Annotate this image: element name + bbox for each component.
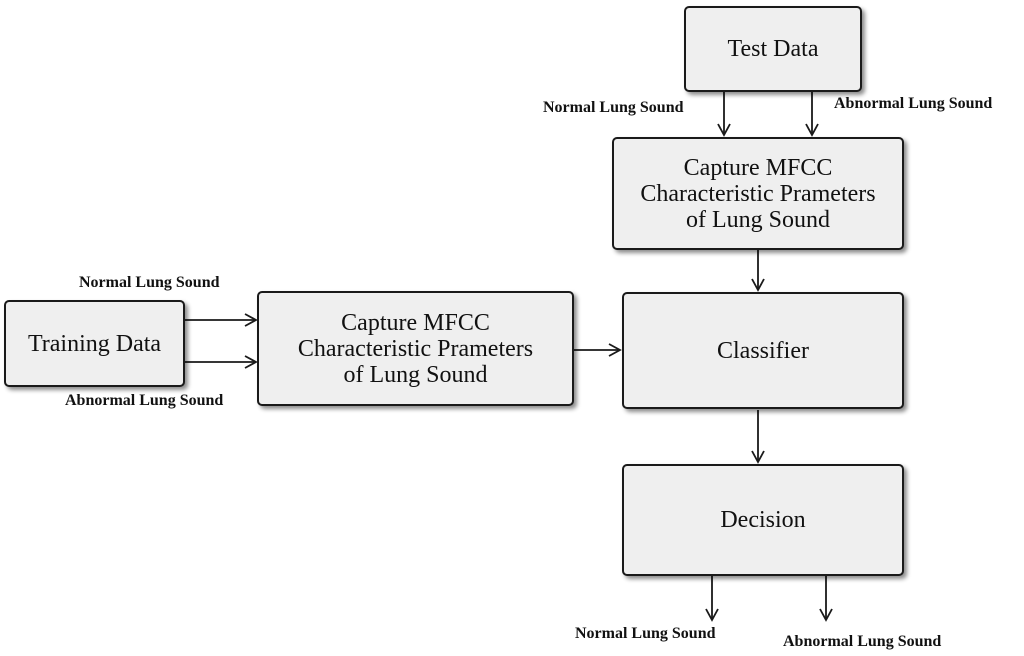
capture-mfcc-left-box: Capture MFCC Characteristic Prameters of… <box>257 291 574 406</box>
capture-mfcc-top-box: Capture MFCC Characteristic Prameters of… <box>612 137 904 250</box>
out-normal-label: Normal Lung Sound <box>575 625 716 642</box>
test-normal-label: Normal Lung Sound <box>543 99 684 116</box>
capture-top-line-1: Capture MFCC <box>683 154 833 181</box>
test-abnormal-label: Abnormal Lung Sound <box>834 95 993 112</box>
capture-top-line-3: of Lung Sound <box>686 206 830 233</box>
train-abnormal-label: Abnormal Lung Sound <box>65 392 224 409</box>
training-data-label: Training Data <box>27 330 162 357</box>
capture-top-line-2: Characteristic Prameters <box>640 180 876 207</box>
classifier-label: Classifier <box>717 337 809 364</box>
classifier-box: Classifier <box>622 292 904 409</box>
test-data-box: Test Data <box>684 6 862 92</box>
train-normal-label: Normal Lung Sound <box>79 274 220 291</box>
capture-left-line-2: Characteristic Prameters <box>297 335 534 362</box>
out-abnormal-label: Abnormal Lung Sound <box>783 633 942 650</box>
capture-left-line-3: of Lung Sound <box>343 361 488 388</box>
decision-box: Decision <box>622 464 904 576</box>
test-data-label: Test Data <box>727 36 819 62</box>
capture-left-line-1: Capture MFCC <box>341 309 490 336</box>
training-data-box: Training Data <box>4 300 185 387</box>
decision-label: Decision <box>720 507 806 533</box>
